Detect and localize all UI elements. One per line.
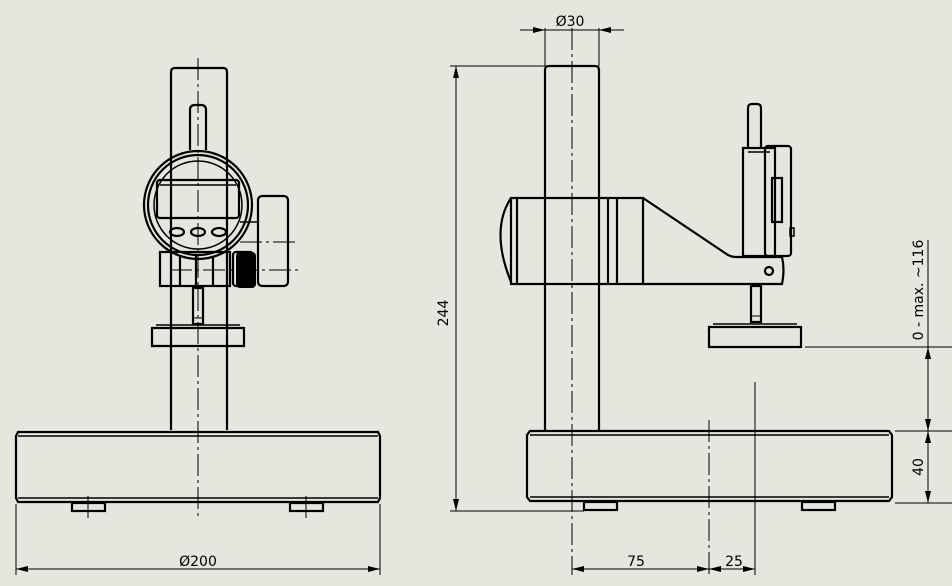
side-view: Ø30 bbox=[436, 14, 952, 575]
dimension-column-diameter: Ø30 bbox=[520, 14, 624, 66]
side-gauge bbox=[741, 102, 795, 258]
label-column-offset: 75 bbox=[627, 554, 645, 570]
label-measuring-range: 0 - max. ~116 bbox=[911, 240, 927, 341]
label-anvil-offset: 25 bbox=[725, 554, 743, 570]
front-column bbox=[169, 66, 229, 430]
gauge-button-3 bbox=[210, 226, 228, 238]
arm-screw bbox=[763, 265, 775, 277]
side-anvil bbox=[707, 323, 803, 349]
side-foot-right bbox=[800, 500, 837, 512]
side-spindle bbox=[749, 284, 763, 324]
label-column-diameter: Ø30 bbox=[556, 14, 585, 30]
label-overall-height: 244 bbox=[436, 300, 452, 327]
dial-gauge bbox=[142, 149, 254, 261]
dimension-measuring-range: 0 - max. ~116 bbox=[805, 240, 952, 359]
label-base-diameter: Ø200 bbox=[179, 554, 217, 570]
side-foot-left bbox=[582, 500, 619, 512]
front-anvil bbox=[150, 324, 246, 348]
gauge-holder bbox=[158, 250, 300, 288]
gauge-button-1 bbox=[168, 226, 186, 238]
front-view: Ø200 bbox=[14, 58, 382, 575]
side-knob bbox=[240, 194, 298, 288]
dimension-overall-height: 244 bbox=[436, 65, 584, 512]
gauge-plunger-top bbox=[188, 103, 208, 150]
dimension-offsets: 75 25 bbox=[572, 554, 755, 572]
dimension-base-diameter: Ø200 bbox=[15, 504, 381, 575]
gauge-button-2 bbox=[189, 226, 207, 238]
dimension-base-height: 40 bbox=[895, 347, 952, 504]
front-base bbox=[14, 430, 382, 518]
label-base-height: 40 bbox=[911, 458, 927, 476]
side-arm bbox=[499, 196, 785, 286]
front-spindle bbox=[191, 286, 205, 326]
